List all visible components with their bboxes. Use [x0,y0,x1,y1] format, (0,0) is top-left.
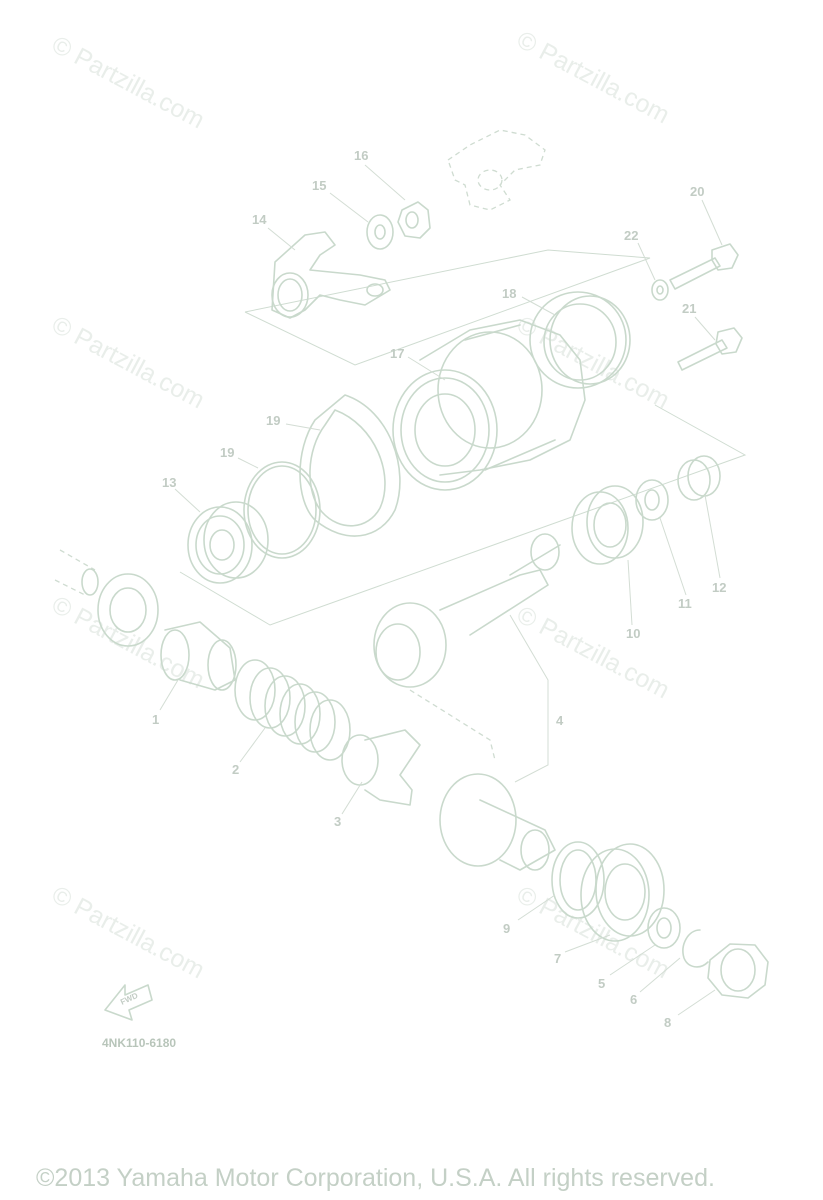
callout-11: 11 [678,596,692,611]
callout-3: 3 [334,814,341,829]
leader-lines [159,164,723,1016]
part-6-lock-washer [682,929,709,968]
part-13-bearing [187,501,269,584]
callout-18: 18 [502,286,516,301]
callout-7: 7 [554,951,561,966]
callout-12: 12 [712,580,726,595]
part-19-o-ring [243,461,321,559]
callout-16: 16 [354,148,368,163]
part-3-cam [341,729,421,806]
watermark: © Partzilla.com [512,601,674,705]
part-8-nut [707,943,769,999]
watermark: © Partzilla.com [512,26,674,130]
group-outlines [179,249,747,626]
part-11-washer [635,479,669,521]
part-16-nut [397,201,431,239]
universal-joint-reference [447,129,546,211]
watermark: © Partzilla.com [47,31,209,135]
watermarks: © Partzilla.com © Partzilla.com © Partzi… [47,26,674,985]
callout-15: 15 [312,178,326,193]
part-12-collar [677,455,721,501]
part-10-bearing [571,485,644,565]
part-22-washer [651,279,669,301]
callout-13: 13 [162,475,176,490]
part-21-bolt-upper [669,243,739,290]
callout-20: 19 [266,413,280,428]
part-20-lock-plate [299,394,401,537]
callout-8: 8 [664,1015,671,1030]
part-15-washer [366,214,394,250]
callout-2: 2 [232,762,239,777]
shaft-stub-reference [54,549,159,647]
callout-9: 9 [503,921,510,936]
part-7-bearing [580,843,665,942]
part-1-collar [160,621,237,691]
watermark: © Partzilla.com [47,311,209,415]
part-4-bracket [409,614,549,783]
part-2-spring [234,659,351,761]
part-5-washer [647,907,681,949]
callout-1: 1 [152,712,159,727]
part-4-pinion-gear [373,533,561,688]
watermark: © Partzilla.com [47,881,209,985]
callout-21: 21 [682,301,696,316]
callout-5: 5 [598,976,605,991]
diagram-code: 4NK110-6180 [102,1036,177,1050]
part-18-ring [529,291,631,389]
part-4-ring-gear [439,773,556,871]
callout-21: 20 [690,184,704,199]
fwd-label: FWD [119,991,140,1007]
callout-6: 6 [630,992,637,1007]
fwd-arrow-icon: FWD [104,984,153,1021]
callout-10: 10 [626,626,640,641]
watermark: © Partzilla.com [47,591,209,695]
callout-17: 17 [390,346,404,361]
part-14-yoke [271,231,391,319]
copyright-notice: ©2013 Yamaha Motor Corporation, U.S.A. A… [36,1164,715,1192]
callout-14: 14 [252,212,267,227]
callout-4: 4 [556,713,564,728]
callout-22: 22 [624,228,638,243]
callout-numbers: 16 15 14 20 22 21 18 17 19 19 13 1 2 3 4… [152,148,726,1030]
part-21-bolt-lower [677,327,743,371]
callout-19: 19 [220,445,234,460]
